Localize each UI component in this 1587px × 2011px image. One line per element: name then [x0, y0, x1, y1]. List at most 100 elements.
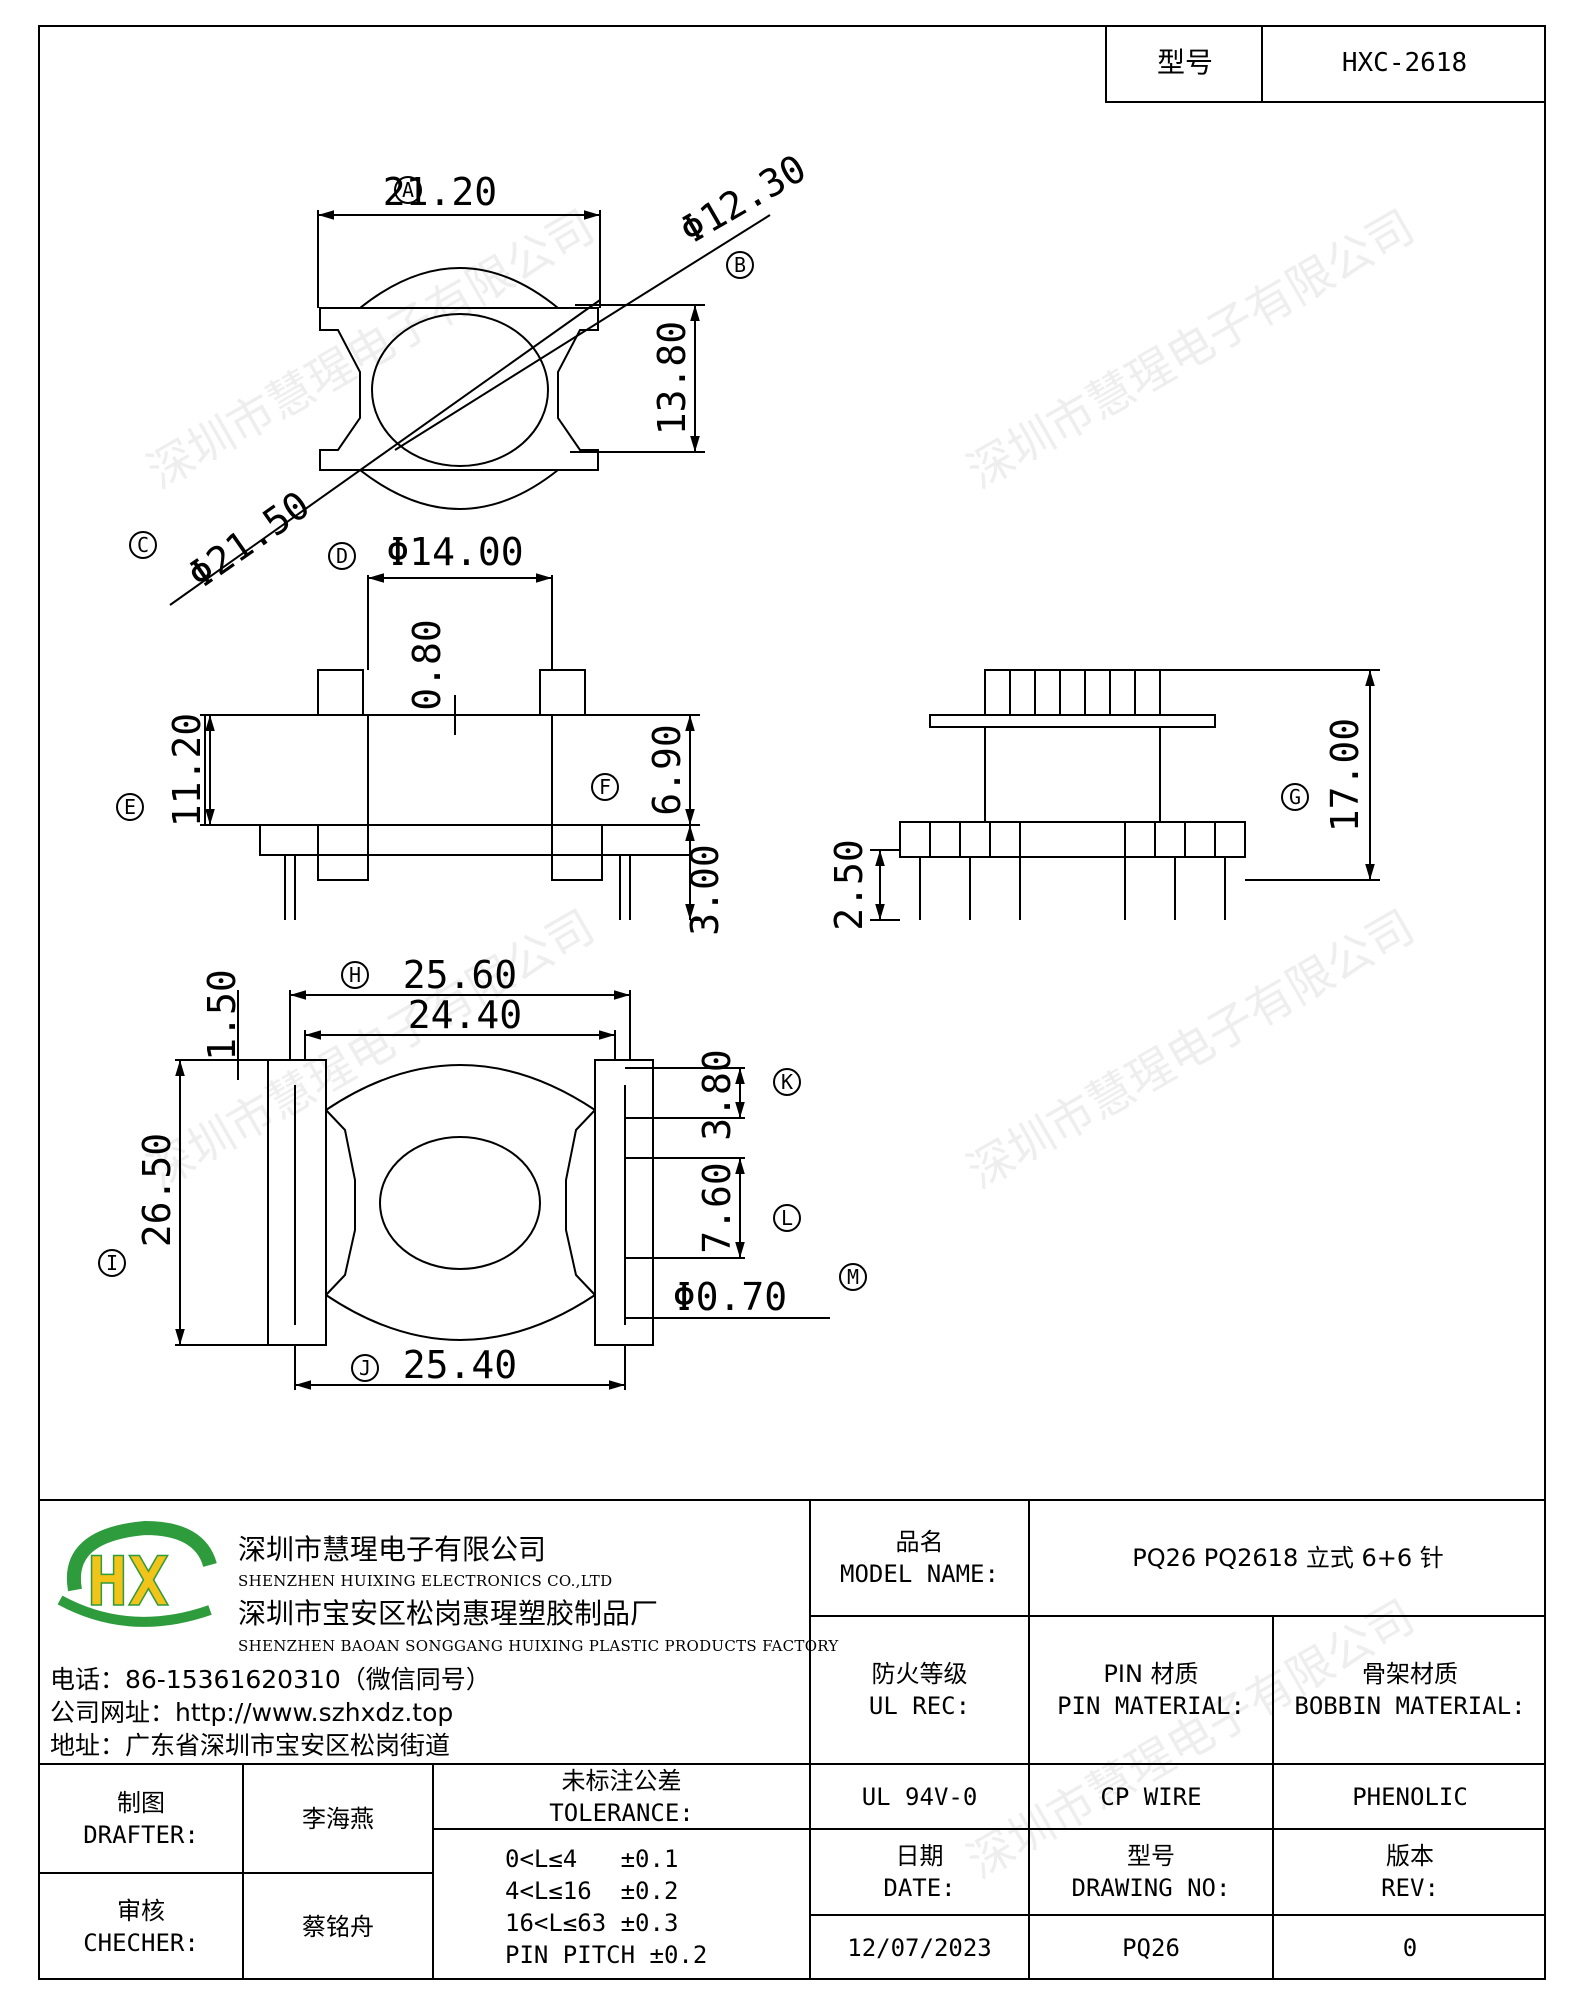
bobbin-material-value: PHENOLIC — [1352, 1782, 1468, 1811]
ref-A: A — [394, 176, 422, 204]
header-model-label: 型号 — [1156, 46, 1213, 79]
ref-E: E — [116, 793, 144, 821]
dim-e-value: 11.20 — [165, 713, 209, 827]
company-name-en: SHENZHEN HUIXING ELECTRONICS CO.,LTD — [238, 1572, 613, 1590]
title-block-divider — [809, 1499, 811, 1980]
model-name-value: PQ26 PQ2618 立式 6+6 针 — [1132, 1544, 1444, 1572]
bobbin-material-label-cell: 骨架材质 BOBBIN MATERIAL: — [1274, 1617, 1546, 1763]
rev-value-cell: 0 — [1274, 1916, 1546, 1980]
dim-j-value: 25.40 — [403, 1343, 517, 1387]
dim-b-value: Φ12.30 — [673, 146, 814, 253]
grid-line — [38, 1763, 1546, 1765]
tolerance-label-cn: 未标注公差 — [561, 1766, 682, 1795]
tolerance-line: 4<L≤16 ±0.2 — [505, 1877, 679, 1905]
drawing-no-label-cn: 型号 — [1127, 1842, 1175, 1870]
svg-text:G: G — [1289, 785, 1301, 809]
ref-J: J — [351, 1354, 379, 1382]
drawing-frame — [38, 25, 1546, 1980]
ul-value: UL 94V-0 — [861, 1782, 978, 1811]
dim-c-value: Φ21.50 — [180, 483, 318, 598]
drawing-no-label-en: DRAWING NO: — [1071, 1874, 1231, 1902]
drafter-label-cn: 制图 — [117, 1788, 165, 1817]
technical-drawing: 21.20 Φ12.30 13.80 Φ21.50 Φ14.00 0.80 11… — [98, 146, 1380, 1390]
bobbin-material-value-cell: PHENOLIC — [1274, 1765, 1546, 1828]
dim-i-value: 26.50 — [135, 1133, 179, 1247]
logo-letters: HX — [87, 1543, 169, 1622]
company-name-cn: 深圳市慧瑆电子有限公司 — [238, 1533, 547, 1566]
grid-line — [809, 1914, 1546, 1916]
ref-D: D — [328, 542, 356, 570]
pin-material-value: CP WIRE — [1100, 1782, 1202, 1811]
side-view-front — [200, 573, 700, 921]
ref-K: K — [773, 1068, 801, 1096]
rev-label-cell: 版本 REV: — [1274, 1830, 1546, 1914]
tolerance-line: PIN PITCH ±0.2 — [505, 1941, 708, 1969]
dim-m-value: Φ0.70 — [673, 1275, 787, 1319]
dim-l-value: 7.60 — [695, 1162, 739, 1254]
grid-line — [38, 1872, 434, 1874]
pin-material-value-cell: CP WIRE — [1030, 1765, 1272, 1828]
date-label-en: DATE: — [883, 1874, 956, 1902]
grid-line — [242, 1763, 244, 1980]
ul-label-cn: 防火等级 — [871, 1660, 968, 1688]
dim-h1-value: 25.60 — [403, 953, 517, 997]
tolerance-label-cell: 未标注公差 TOLERANCE: — [434, 1765, 809, 1828]
pin-material-label-en: PIN MATERIAL: — [1057, 1692, 1245, 1720]
drafter-label-en: DRAFTER: — [83, 1820, 199, 1849]
svg-text:K: K — [781, 1070, 793, 1094]
dim-h2-value: 24.40 — [408, 993, 522, 1037]
ref-G: G — [1281, 783, 1309, 811]
tolerance-label-en: TOLERANCE: — [549, 1798, 694, 1827]
grid-line — [809, 1615, 1546, 1617]
dim-k-value: 3.80 — [695, 1049, 739, 1141]
company-phone: 电话：86-15361620310（微信同号） — [50, 1665, 491, 1694]
date-label-cn: 日期 — [895, 1842, 944, 1870]
factory-name-cn: 深圳市宝安区松岗惠瑆塑胶制品厂 — [238, 1597, 659, 1630]
ul-label-cell: 防火等级 UL REC: — [811, 1617, 1028, 1763]
date-label-cell: 日期 DATE: — [811, 1830, 1028, 1914]
dim-f2-value: 3.00 — [683, 844, 727, 936]
ref-M: M — [839, 1263, 867, 1291]
grid-line — [432, 1763, 434, 1980]
bobbin-material-label-en: BOBBIN MATERIAL: — [1294, 1692, 1526, 1720]
dim-d2-value: 0.80 — [405, 619, 449, 711]
company-website: 公司网址：http://www.szhxdz.top — [50, 1698, 454, 1727]
svg-text:B: B — [734, 253, 746, 277]
svg-text:H: H — [349, 963, 361, 987]
pin-material-label-cell: PIN 材质 PIN MATERIAL: — [1030, 1617, 1272, 1763]
header-model-value: HXC-2618 — [1341, 48, 1468, 78]
svg-text:E: E — [124, 795, 136, 819]
dim-g2-value: 2.50 — [827, 839, 871, 931]
bottom-view — [175, 990, 830, 1390]
svg-text:M: M — [847, 1265, 859, 1289]
drawing-no-label-cell: 型号 DRAWING NO: — [1030, 1830, 1272, 1914]
checker-label-en: CHECHER: — [83, 1929, 199, 1957]
header-model-label-cell: 型号 — [1105, 25, 1263, 103]
svg-text:L: L — [781, 1206, 793, 1230]
ref-F: F — [591, 773, 619, 801]
drafter-name-cell: 李海燕 — [244, 1765, 432, 1872]
svg-text:A: A — [402, 178, 414, 202]
ul-value-cell: UL 94V-0 — [811, 1765, 1028, 1828]
dim-b2-value: 13.80 — [650, 321, 694, 435]
svg-text:F: F — [599, 775, 611, 799]
checker-name: 蔡铭舟 — [302, 1913, 374, 1941]
factory-name-en: SHENZHEN BAOAN SONGGANG HUIXING PLASTIC … — [238, 1637, 839, 1655]
model-name-label-cn: 品名 — [895, 1528, 944, 1556]
drawing-no-value: PQ26 — [1122, 1934, 1180, 1962]
svg-text:J: J — [359, 1356, 371, 1380]
top-view — [169, 210, 771, 606]
header-model-value-cell: HXC-2618 — [1261, 25, 1546, 103]
dim-a-value: 21.20 — [383, 170, 497, 214]
dim-d-value: Φ14.00 — [386, 530, 523, 574]
drawing-no-value-cell: PQ26 — [1030, 1916, 1272, 1980]
bobbin-material-label-cn: 骨架材质 — [1362, 1660, 1458, 1688]
checker-label-cn: 审核 — [117, 1897, 165, 1925]
model-name-label-en: MODEL NAME: — [840, 1560, 999, 1588]
svg-text:D: D — [336, 544, 348, 568]
company-logo: HX — [57, 1520, 217, 1627]
date-value: 12/07/2023 — [847, 1934, 992, 1962]
rev-value: 0 — [1402, 1934, 1418, 1962]
company-address: 地址：广东省深圳市宝安区松岗街道 — [50, 1731, 451, 1760]
model-name-label-cell: 品名 MODEL NAME: — [811, 1501, 1028, 1615]
